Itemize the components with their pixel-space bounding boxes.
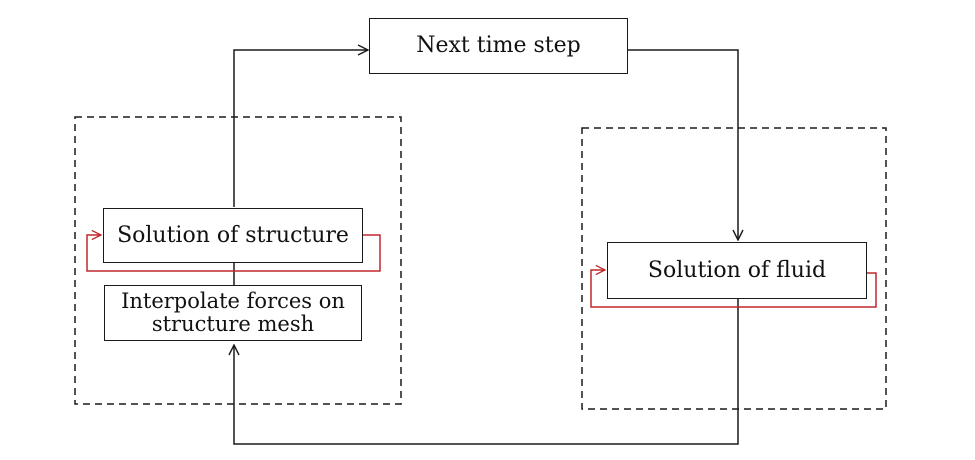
solution-of-structure-box: Solution of structure bbox=[103, 208, 363, 263]
interpolate-forces-label-line1: Interpolate forces on bbox=[121, 289, 345, 314]
arrow-structure-to-next-step bbox=[233, 50, 368, 207]
fluid-iteration-loop bbox=[590, 270, 877, 308]
interpolate-forces-label-line2: structure mesh bbox=[151, 312, 315, 336]
fluid-solver-region bbox=[581, 127, 887, 410]
solution-of-fluid-box: Solution of fluid bbox=[607, 242, 867, 299]
arrow-next-step-to-fluid bbox=[628, 49, 738, 240]
structure-solver-region bbox=[74, 116, 402, 405]
interpolate-forces-box: Interpolate forces on structure mesh bbox=[104, 285, 362, 341]
solution-of-structure-label: Solution of structure bbox=[117, 222, 349, 248]
next-time-step-box: Next time step bbox=[369, 18, 628, 74]
structure-iteration-loop bbox=[86, 235, 381, 272]
arrow-fluid-to-interpolate bbox=[234, 298, 739, 445]
solution-of-fluid-label: Solution of fluid bbox=[647, 257, 827, 283]
next-time-step-label: Next time step bbox=[416, 33, 581, 59]
